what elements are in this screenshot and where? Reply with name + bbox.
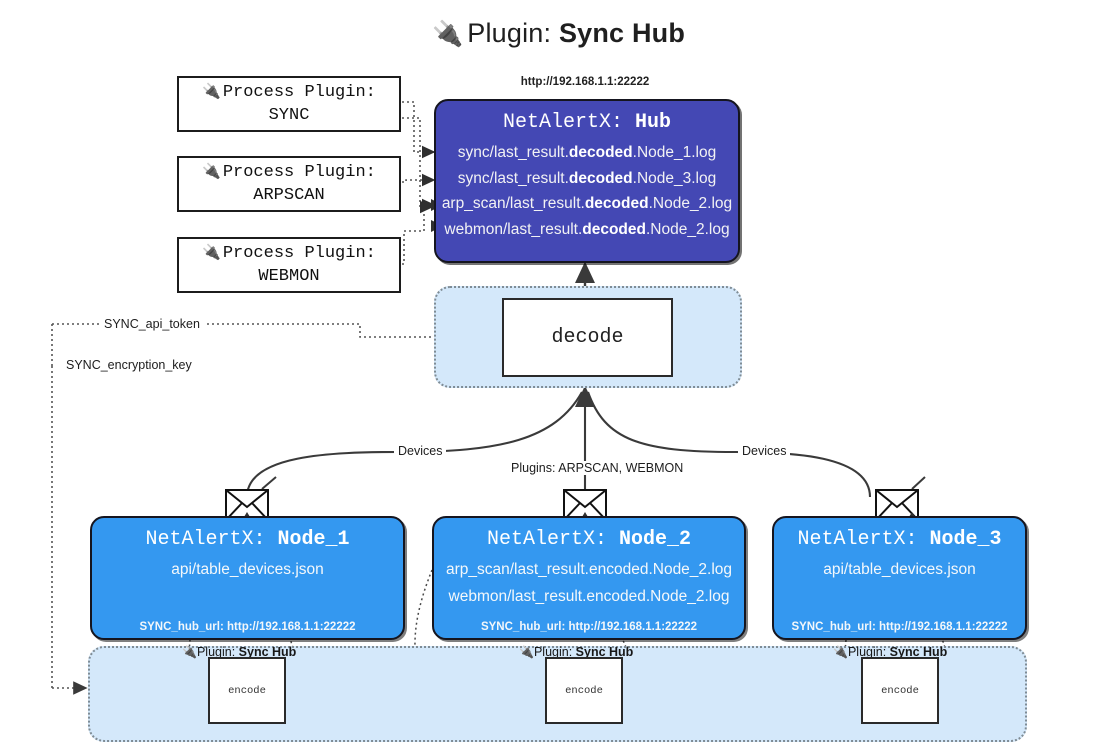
encode-caption-3: 🔌Plugin: Sync Hub: [833, 645, 948, 659]
process-plugin-box-webmon[interactable]: 🔌Process Plugin: WEBMON: [177, 237, 401, 293]
encode-box-3[interactable]: encode: [861, 657, 939, 724]
plug-icon: 🔌: [202, 242, 221, 261]
label-devices-left: Devices: [394, 444, 447, 458]
hub-log-row: sync/last_result.decoded.Node_3.log: [457, 169, 717, 187]
encode-caption-1: 🔌Plugin: Sync Hub: [182, 645, 297, 659]
node-line: api/table_devices.json: [823, 561, 976, 578]
process-plugin-label: Process Plugin:: [222, 162, 376, 182]
hub-log-row: sync/last_result.decoded.Node_1.log: [457, 144, 717, 161]
edge-sync-to-hub: [397, 101, 436, 159]
process-plugin-label: Process Plugin:: [222, 82, 376, 102]
decode-box[interactable]: decode: [502, 298, 673, 377]
page-title: 🔌Plugin: Sync Hub: [0, 18, 1117, 49]
edge-arpscan-to-hub: [397, 173, 436, 187]
node-line: api/table_devices.json: [171, 561, 324, 578]
node-header: NetAlertX: Node_1: [145, 528, 350, 551]
node-lines: api/table_devices.json: [92, 561, 403, 579]
node-line: arp_scan/last_result.encoded.Node_2.log: [445, 561, 733, 578]
process-plugin-box-sync[interactable]: 🔌Process Plugin: SYNC: [177, 76, 401, 132]
plug-icon: 🔌: [202, 161, 221, 180]
hub-log-row: arp_scan/last_result.decoded.Node_2.log: [441, 195, 733, 212]
hub-header-prefix: NetAlertX:: [502, 111, 635, 134]
plug-icon: 🔌: [182, 645, 197, 659]
title-prefix: Plugin:: [467, 18, 559, 48]
node-box-node-3[interactable]: NetAlertX: Node_3 api/table_devices.json…: [772, 516, 1027, 640]
node-lines: arp_scan/last_result.encoded.Node_2.log …: [434, 561, 744, 606]
node-hub-url: SYNC_hub_url: http://192.168.1.1:22222: [791, 621, 1008, 633]
hub-url: http://192.168.1.1:22222: [520, 76, 650, 88]
hub-log-row: webmon/last_result.decoded.Node_2.log: [444, 220, 730, 238]
node-lines: api/table_devices.json: [774, 561, 1025, 579]
encode-box-1[interactable]: encode: [208, 657, 286, 724]
node-hub-url: SYNC_hub_url: http://192.168.1.1:22222: [480, 621, 698, 633]
node-hub-url: SYNC_hub_url: http://192.168.1.1:22222: [139, 621, 356, 633]
plug-icon: 🔌: [519, 645, 534, 659]
process-plugin-box-arpscan[interactable]: 🔌Process Plugin: ARPSCAN: [177, 156, 401, 212]
plug-icon: 🔌: [202, 81, 221, 100]
label-api-token: SYNC_api_token: [100, 317, 204, 331]
node-header: NetAlertX: Node_3: [797, 528, 1002, 551]
hub-log-list: sync/last_result.decoded.Node_1.log sync…: [436, 145, 738, 237]
node-line: webmon/last_result.encoded.Node_2.log: [448, 588, 730, 605]
hub-header: NetAlertX: Hub: [436, 111, 738, 134]
process-plugin-name: WEBMON: [258, 266, 320, 286]
hub-header-name: Hub: [635, 111, 672, 134]
encode-box-2[interactable]: encode: [545, 657, 623, 724]
process-plugin-name: ARPSCAN: [253, 185, 325, 205]
process-plugin-name: SYNC: [268, 105, 310, 125]
hub-box[interactable]: NetAlertX: Hub sync/last_result.decoded.…: [434, 99, 740, 263]
label-devices-right: Devices: [738, 444, 791, 458]
node-box-node-1[interactable]: NetAlertX: Node_1 api/table_devices.json…: [90, 516, 405, 640]
plug-icon: 🔌: [833, 645, 848, 659]
label-plugins-mid: Plugins: ARPSCAN, WEBMON: [507, 461, 688, 475]
encode-caption-2: 🔌Plugin: Sync Hub: [519, 645, 634, 659]
node-box-node-2[interactable]: NetAlertX: Node_2 arp_scan/last_result.e…: [432, 516, 746, 640]
title-name: Sync Hub: [558, 18, 686, 48]
plug-icon: 🔌: [431, 20, 464, 48]
label-encryption-key: SYNC_encryption_key: [62, 358, 196, 372]
process-plugin-label: Process Plugin:: [222, 243, 376, 263]
node-header: NetAlertX: Node_2: [486, 528, 692, 551]
